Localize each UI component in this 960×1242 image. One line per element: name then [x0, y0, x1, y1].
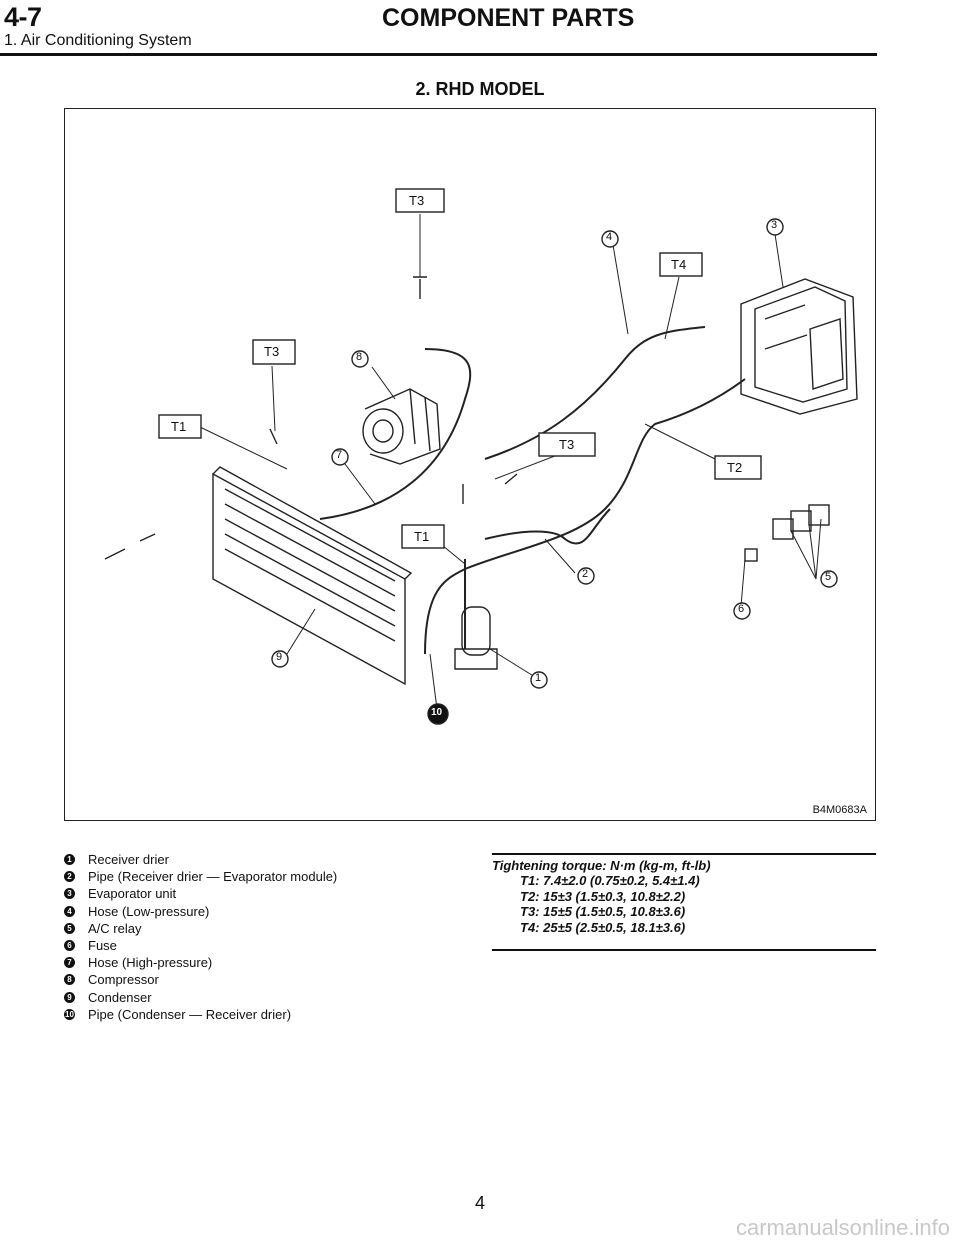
legend-text: Receiver drier: [88, 852, 169, 868]
torque-value: T2: 15±3 (1.5±0.3, 10.8±2.2): [520, 888, 686, 904]
bolts-drawing: [104, 276, 518, 560]
legend-text: Hose (High-pressure): [88, 955, 213, 971]
component-diagram: T3 T4 T3 T1 T3 T2 T1 4 3 8 7 2 5 6 1 9 1…: [64, 108, 876, 821]
callout-5: 5: [825, 571, 832, 583]
compressor-drawing: [362, 388, 441, 465]
callout-t1-left: T1: [171, 419, 187, 434]
torque-callouts: [158, 188, 762, 549]
torque-value: T4: 25±5 (2.5±0.5, 18.1±3.6): [520, 919, 686, 935]
callout-t3-left: T3: [264, 344, 280, 359]
legend-number: 1: [64, 854, 75, 866]
callout-3: 3: [771, 219, 778, 231]
watermark: carmanualsonline.info: [735, 1215, 950, 1240]
chapter-number: 4-7: [4, 2, 42, 32]
legend-number: 4: [64, 905, 75, 917]
legend-item: 9 Condenser: [64, 989, 474, 1006]
page-title: COMPONENT PARTS: [382, 4, 635, 32]
legend-text: Condenser: [88, 989, 152, 1005]
legend-item: 10 Pipe (Condenser — Receiver drier): [64, 1006, 474, 1023]
parts-legend: 1 Receiver drier 2 Pipe (Receiver drier — …: [64, 851, 474, 1023]
legend-number: 10: [64, 1008, 75, 1020]
torque-spec-box: Tightening torque: N·m (kg-m, ft-lb) T1:…: [492, 853, 876, 951]
relay-drawing: [744, 504, 830, 562]
condenser-drawing: [212, 466, 413, 686]
piping-drawing: [319, 326, 746, 655]
legend-text: Fuse: [88, 938, 117, 954]
legend-number: 7: [64, 957, 75, 969]
evaporator-unit-drawing: [740, 278, 858, 415]
legend-item: 2 Pipe (Receiver drier — Evaporator modul…: [64, 868, 474, 885]
legend-text: Compressor: [88, 972, 159, 988]
legend-item: 6 Fuse: [64, 937, 474, 954]
legend-number: 8: [64, 974, 75, 986]
callout-6: 6: [738, 603, 745, 615]
section-title: 2. RHD MODEL: [415, 79, 545, 99]
callout-t3-mid: T3: [559, 437, 575, 452]
number-callouts: [271, 218, 838, 725]
legend-number: 3: [64, 888, 75, 900]
figure-id: B4M0683A: [812, 804, 867, 816]
legend-text: Evaporator unit: [88, 886, 177, 902]
torque-value: T1: 7.4±2.0 (0.75±0.2, 5.4±1.4): [520, 873, 700, 888]
callout-t4: T4: [671, 257, 687, 272]
callout-9: 9: [276, 651, 283, 663]
legend-item: 3 Evaporator unit: [64, 885, 474, 902]
callout-t1-bottom: T1: [414, 529, 430, 544]
section-subtitle: 1. Air Conditioning System: [4, 32, 192, 49]
callout-10: 10: [431, 707, 443, 718]
legend-number: 2: [64, 871, 75, 883]
legend-text: Hose (Low-pressure): [88, 903, 210, 919]
page-number: 4: [474, 1193, 485, 1213]
legend-number: 6: [64, 940, 75, 952]
legend-text: A/C relay: [88, 920, 142, 936]
header-rule: [0, 53, 877, 56]
legend-number: 9: [64, 991, 75, 1003]
legend-text: Pipe (Condenser — Receiver drier): [88, 1006, 292, 1022]
leader-lines: [199, 214, 822, 710]
legend-text: Pipe (Receiver drier — Evaporator module…: [88, 869, 338, 885]
legend-item: 5 A/C relay: [64, 920, 474, 937]
legend-item: 7 Hose (High-pressure): [64, 954, 474, 971]
legend-number: 5: [64, 922, 75, 934]
legend-item: 4 Hose (Low-pressure): [64, 903, 474, 920]
receiver-drier-drawing: [454, 606, 498, 670]
legend-item: 8 Compressor: [64, 971, 474, 988]
callout-2: 2: [582, 568, 589, 580]
torque-value: T3: 15±5 (1.5±0.5, 10.8±3.6): [520, 904, 686, 919]
callout-8: 8: [356, 351, 363, 363]
callout-t2: T2: [727, 460, 743, 475]
torque-heading: Tightening torque: N·m (kg-m, ft-lb): [492, 858, 711, 873]
legend-item: 1 Receiver drier: [64, 851, 474, 868]
callout-t3-top: T3: [409, 193, 425, 208]
callout-4: 4: [606, 231, 613, 243]
callout-1: 1: [535, 672, 542, 684]
callout-7: 7: [336, 449, 343, 461]
